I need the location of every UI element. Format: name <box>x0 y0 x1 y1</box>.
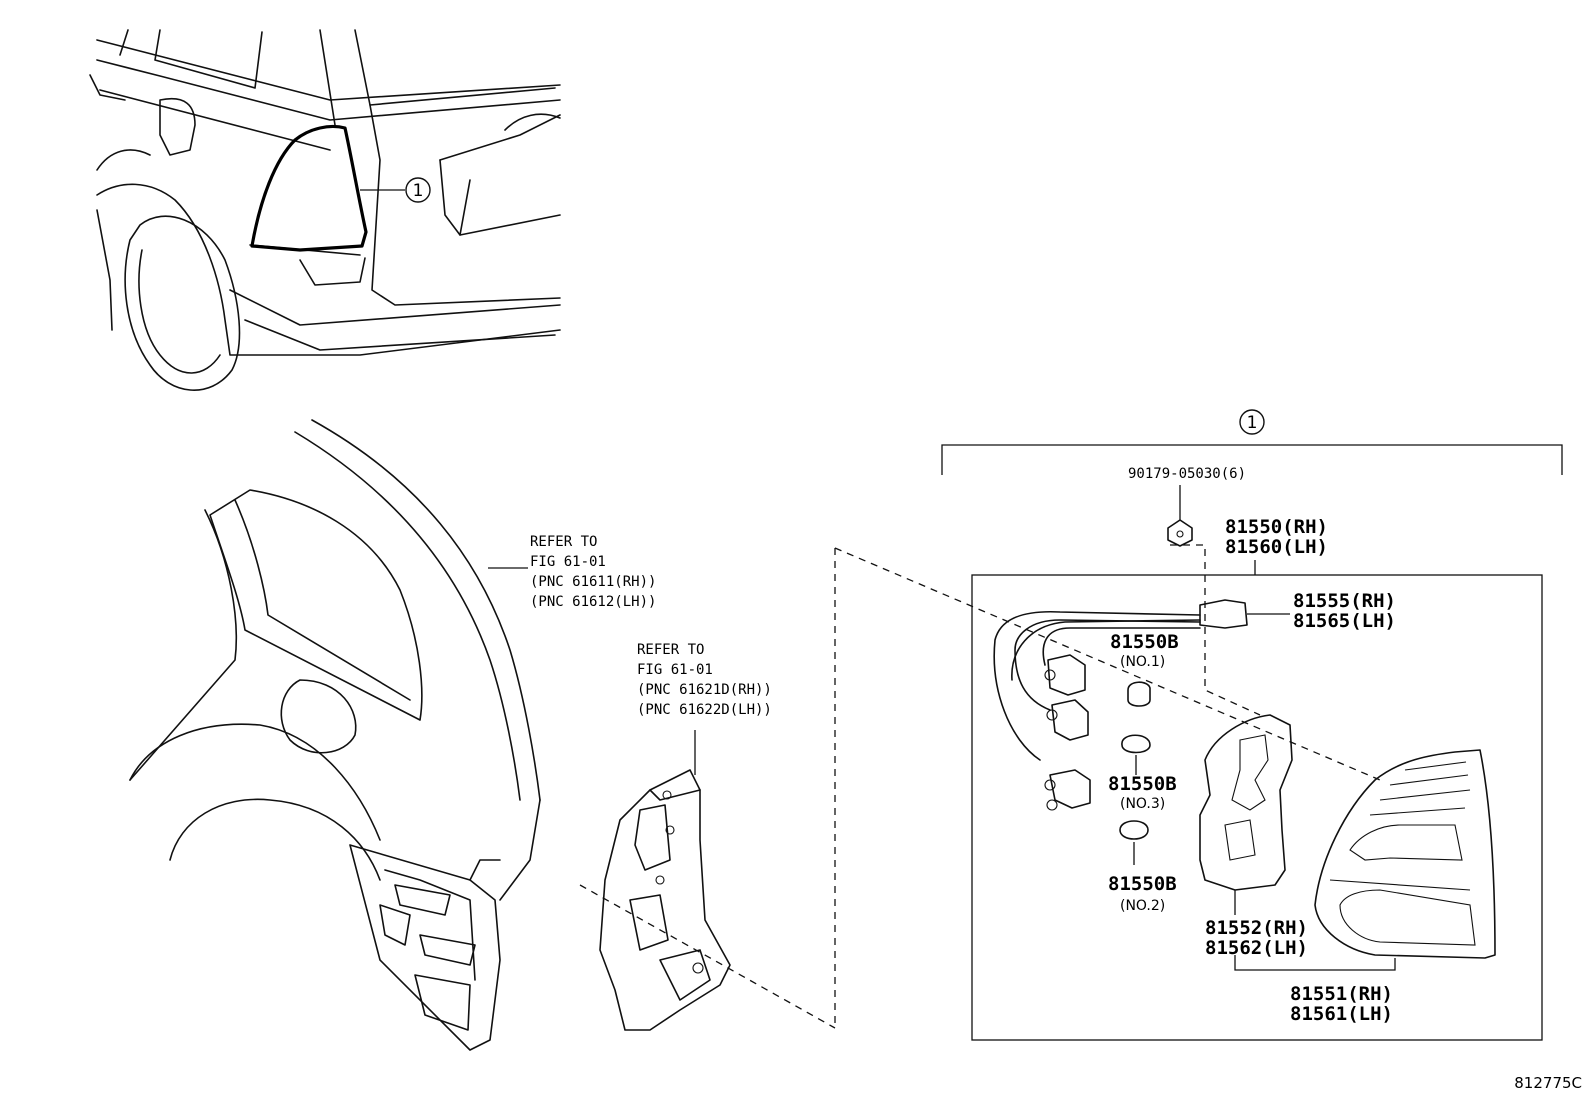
tail-lamp-location-outline <box>250 124 368 252</box>
callout-circle-assembly <box>1239 409 1265 435</box>
gasket: 81552(RH) 81562(LH) <box>1199 714 1308 959</box>
inner-ref-line2: FIG 61-01 <box>637 662 713 678</box>
socket-rh-label: 81555(RH) <box>1293 590 1396 612</box>
lens: 81551(RH) 81561(LH) <box>1234 749 1496 1025</box>
bulb-no1 <box>1127 681 1151 707</box>
bulb-no2 <box>1119 820 1149 840</box>
assembly-lh-label: 81560(LH) <box>1225 536 1328 558</box>
assembly-bracket <box>941 444 1563 475</box>
assembly-box <box>971 574 1543 1041</box>
lens-lh-label: 81561(LH) <box>1290 1003 1393 1025</box>
inner-panel: REFER TO FIG 61-01 (PNC 61621D(RH)) (PNC… <box>599 642 772 1031</box>
gasket-lh-label: 81562(LH) <box>1205 937 1308 959</box>
quarter-panel: REFER TO FIG 61-01 (PNC 61611(RH)) (PNC … <box>129 419 656 1051</box>
socket-connector <box>1199 599 1248 629</box>
bulb-note-1: (NO.1) <box>1120 654 1165 670</box>
inner-ref-line1: REFER TO <box>637 642 704 658</box>
panel-ref-line1: REFER TO <box>530 534 597 550</box>
callout-number-top: 1 <box>413 181 424 201</box>
inner-ref-line4: (PNC 61622D(LH)) <box>637 702 772 718</box>
bulb-code-3: 81550B <box>1108 773 1177 795</box>
panel-ref-line3: (PNC 61611(RH)) <box>530 574 656 590</box>
callout-circle-top <box>405 177 431 203</box>
bulb-sockets <box>1044 654 1091 811</box>
bulb-code-2: 81550B <box>1108 873 1177 895</box>
bulb-no3 <box>1121 734 1151 754</box>
inner-ref-line3: (PNC 61621D(RH)) <box>637 682 772 698</box>
assembly-rh-label: 81550(RH) <box>1225 516 1328 538</box>
panel-ref-line4: (PNC 61612(LH)) <box>530 594 656 610</box>
vehicle-overview: 1 <box>89 29 561 391</box>
bolt-part <box>1167 519 1193 547</box>
gasket-rh-label: 81552(RH) <box>1205 917 1308 939</box>
socket-lh-label: 81565(LH) <box>1293 610 1396 632</box>
figure-id: 812775C <box>1514 1074 1582 1092</box>
bulb-note-2: (NO.2) <box>1120 898 1165 914</box>
alignment-dashes <box>579 544 1381 1029</box>
bulbs: 81550B (NO.1) 81550B (NO.3) 81550B (NO.2… <box>1108 631 1179 914</box>
panel-ref-line2: FIG 61-01 <box>530 554 606 570</box>
tail-lamp-assembly: 1 90179-05030(6) 81550(RH) 81560(LH) 815… <box>941 409 1563 1041</box>
lens-rh-label: 81551(RH) <box>1290 983 1393 1005</box>
callout-number-assembly: 1 <box>1247 413 1258 433</box>
bolt-label: 90179-05030(6) <box>1128 466 1246 482</box>
bulb-code-1: 81550B <box>1110 631 1179 653</box>
bulb-note-3: (NO.3) <box>1120 796 1165 812</box>
